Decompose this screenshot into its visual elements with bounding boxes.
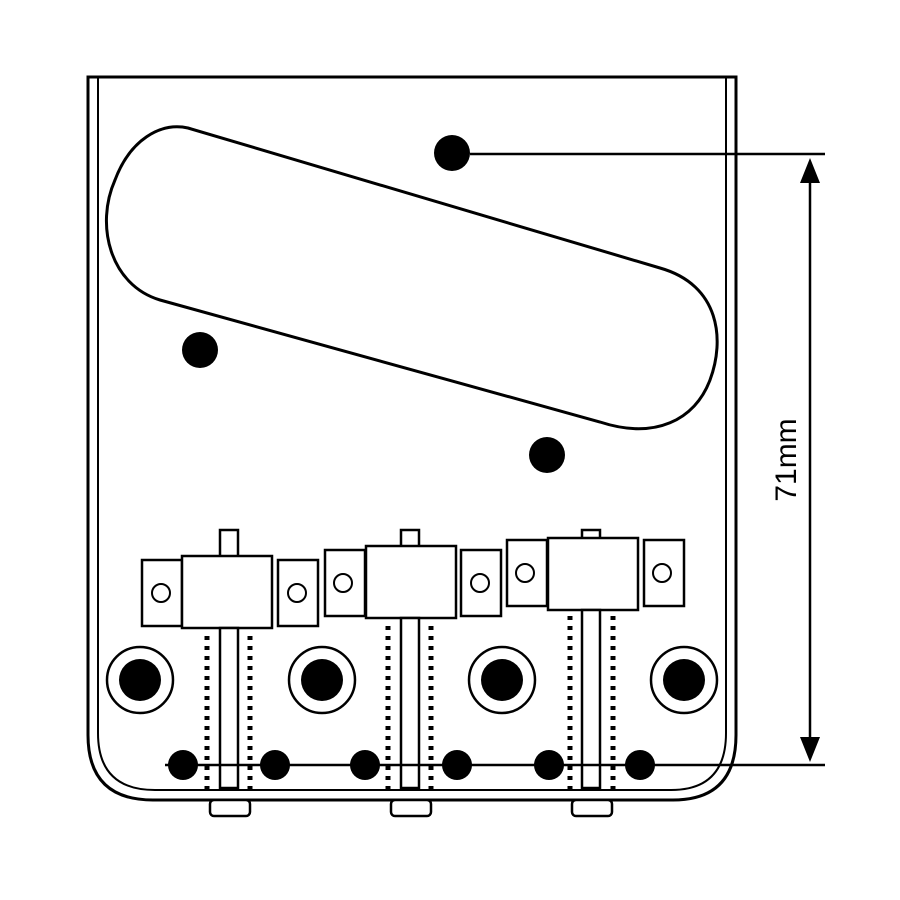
saddle-1 bbox=[140, 528, 320, 790]
dimension-arrow-bottom bbox=[800, 737, 820, 762]
dimension-indicator: 71mm bbox=[165, 152, 825, 767]
dimension-label: 71mm bbox=[770, 418, 803, 501]
dimension-arrow-top bbox=[800, 158, 820, 183]
saddle-springs bbox=[204, 616, 616, 790]
plate-mount-holes bbox=[105, 645, 719, 715]
saddle-2 bbox=[323, 528, 503, 790]
intonation-screw-heads bbox=[208, 798, 614, 818]
saddle-3 bbox=[505, 528, 686, 790]
pickup-cavity bbox=[104, 125, 719, 431]
pickup-mount-hole-bottom bbox=[529, 437, 565, 473]
plate-outline bbox=[86, 75, 738, 802]
pickup-mount-hole-top bbox=[434, 135, 470, 171]
pickup-mount-hole-left bbox=[182, 332, 218, 368]
